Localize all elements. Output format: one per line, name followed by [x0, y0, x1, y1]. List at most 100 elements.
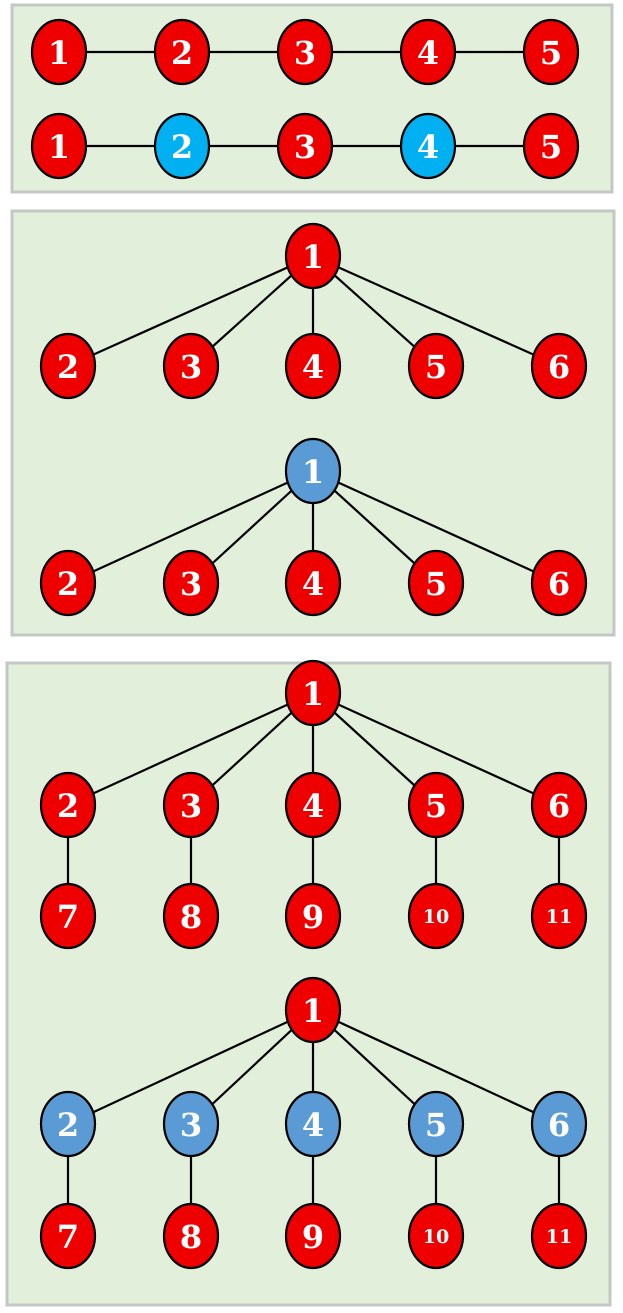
node-circle	[39, 332, 97, 400]
node-3: 3	[276, 18, 334, 86]
node-circle	[407, 882, 465, 950]
node-6: 6	[530, 332, 588, 400]
node-circle	[284, 976, 342, 1044]
node-label: 1	[302, 675, 324, 713]
node-1: 1	[284, 976, 342, 1044]
root-edge	[67, 254, 314, 368]
node-label: 10	[423, 906, 449, 928]
node-circle	[284, 549, 342, 617]
node-circle	[153, 112, 211, 180]
node-8: 8	[162, 882, 220, 950]
node-10: 10	[407, 882, 465, 950]
node-circle	[30, 18, 88, 86]
node-5: 5	[407, 332, 465, 400]
node-label: 6	[548, 565, 570, 603]
node-label: 2	[57, 787, 79, 825]
node-1: 1	[284, 222, 342, 290]
node-circle	[284, 437, 342, 505]
node-circle	[284, 659, 342, 727]
node-4: 4	[399, 18, 457, 86]
root-edge	[312, 691, 560, 807]
node-label: 7	[57, 898, 79, 936]
node-label: 6	[548, 787, 570, 825]
node-1: 1	[30, 112, 88, 180]
root-edge	[312, 254, 560, 368]
node-label: 9	[302, 1218, 324, 1256]
node-circle	[162, 549, 220, 617]
node-1: 1	[30, 18, 88, 86]
node-circle	[39, 771, 97, 839]
node-1: 1	[284, 659, 342, 727]
node-circle	[284, 882, 342, 950]
node-6: 6	[530, 549, 588, 617]
node-circle	[162, 771, 220, 839]
node-label: 2	[171, 128, 193, 166]
node-label: 3	[294, 128, 316, 166]
node-label: 4	[417, 128, 439, 166]
node-5: 5	[407, 549, 465, 617]
node-2: 2	[153, 112, 211, 180]
root-edge	[67, 691, 314, 807]
node-5: 5	[407, 1090, 465, 1158]
node-5: 5	[522, 112, 580, 180]
node-circle	[407, 1090, 465, 1158]
node-2: 2	[39, 332, 97, 400]
node-2: 2	[39, 1090, 97, 1158]
node-label: 7	[57, 1218, 79, 1256]
node-7: 7	[39, 882, 97, 950]
root-edge	[67, 1009, 314, 1125]
node-4: 4	[284, 549, 342, 617]
node-6: 6	[530, 1090, 588, 1158]
node-label: 8	[180, 1218, 202, 1256]
node-circle	[399, 112, 457, 180]
node-circle	[284, 332, 342, 400]
node-circle	[276, 112, 334, 180]
node-label: 2	[57, 565, 79, 603]
node-circle	[530, 332, 588, 400]
node-circle	[284, 1202, 342, 1270]
node-3: 3	[162, 549, 220, 617]
node-circle	[153, 18, 211, 86]
node-8: 8	[162, 1202, 220, 1270]
node-3: 3	[162, 1090, 220, 1158]
node-label: 5	[540, 128, 562, 166]
node-circle	[162, 1202, 220, 1270]
node-11: 11	[530, 1202, 588, 1270]
node-label: 1	[302, 453, 324, 491]
node-circle	[162, 1090, 220, 1158]
node-circle	[522, 112, 580, 180]
node-2: 2	[39, 549, 97, 617]
node-label: 1	[48, 34, 70, 72]
node-label: 10	[423, 1226, 449, 1248]
node-label: 3	[180, 787, 202, 825]
node-circle	[407, 1202, 465, 1270]
node-label: 3	[180, 348, 202, 386]
node-circle	[162, 882, 220, 950]
node-circle	[530, 549, 588, 617]
node-circle	[39, 1090, 97, 1158]
node-label: 9	[302, 898, 324, 936]
node-4: 4	[284, 771, 342, 839]
node-label: 3	[180, 1106, 202, 1144]
node-2: 2	[153, 18, 211, 86]
node-label: 11	[546, 906, 572, 928]
node-label: 5	[425, 348, 447, 386]
node-label: 3	[294, 34, 316, 72]
node-label: 1	[302, 992, 324, 1030]
node-4: 4	[399, 112, 457, 180]
node-9: 9	[284, 882, 342, 950]
node-label: 4	[302, 348, 324, 386]
node-circle	[39, 549, 97, 617]
node-label: 8	[180, 898, 202, 936]
node-5: 5	[522, 18, 580, 86]
node-circle	[284, 1090, 342, 1158]
node-circle	[530, 1090, 588, 1158]
node-1: 1	[284, 437, 342, 505]
node-circle	[407, 549, 465, 617]
node-label: 5	[540, 34, 562, 72]
node-circle	[276, 18, 334, 86]
node-label: 2	[171, 34, 193, 72]
node-4: 4	[284, 1090, 342, 1158]
node-4: 4	[284, 332, 342, 400]
node-3: 3	[162, 771, 220, 839]
